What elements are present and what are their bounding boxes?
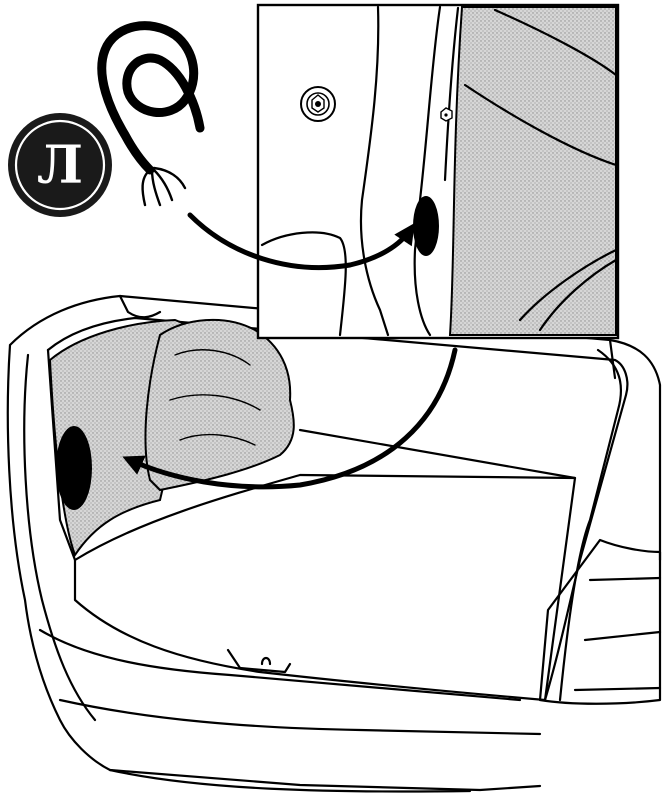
car-trunk — [8, 296, 660, 792]
badge-letter: Л — [37, 135, 83, 196]
tail-light — [540, 540, 660, 704]
bolt-icon — [301, 87, 335, 121]
inset-connector-hole — [413, 196, 439, 256]
section-badge: Л — [8, 113, 112, 217]
inset-shaded-panel — [450, 7, 616, 335]
connector-hole — [56, 426, 92, 510]
rear-bumper — [40, 630, 540, 734]
wire-connector-icon — [102, 26, 200, 205]
detail-inset — [258, 5, 618, 338]
trunk-bag — [145, 320, 293, 490]
nut-icon — [441, 108, 452, 121]
